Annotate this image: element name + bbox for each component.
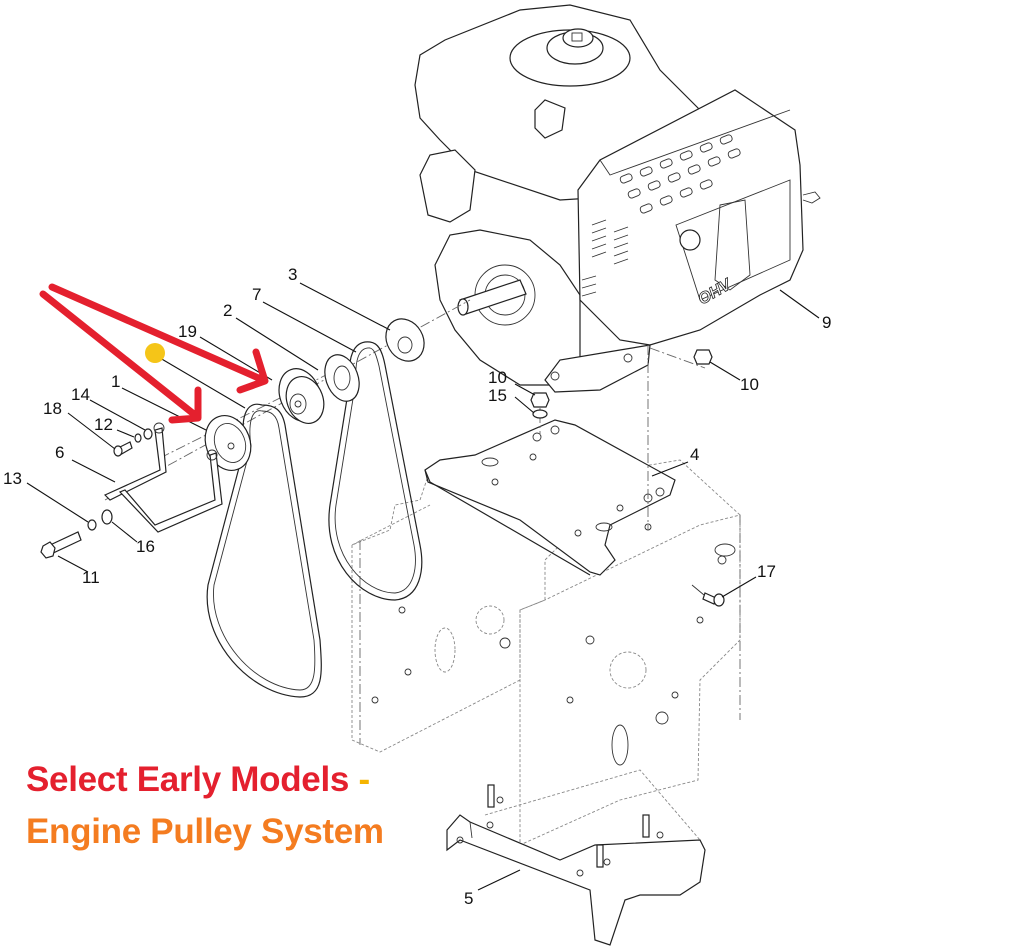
callout-labels: 1 2 3 4 5 6 7 9 10 10 11 12 13 14 15 16 … — [3, 265, 831, 908]
title-separator: - — [358, 760, 371, 799]
title-engine-pulley-system: Engine Pulley System — [26, 812, 384, 851]
callout-19: 19 — [178, 322, 197, 341]
callout-18: 18 — [43, 399, 62, 418]
yellow-marker-dot — [145, 343, 165, 363]
hardware — [40, 349, 725, 607]
annotation-arrows — [39, 283, 269, 424]
bottom-bracket — [446, 769, 706, 946]
side-louvers — [581, 219, 629, 297]
spacer-washer — [385, 318, 425, 362]
title-select-early-models: Select Early Models — [26, 760, 350, 799]
callout-3: 3 — [288, 265, 297, 284]
frame-assembly — [351, 459, 741, 846]
engine-mount-plate — [424, 419, 676, 576]
callout-16: 16 — [136, 537, 155, 556]
callout-9: 9 — [822, 313, 831, 332]
callout-5: 5 — [464, 889, 473, 908]
callout-7: 7 — [252, 285, 261, 304]
title-line-1: Select Early Models - — [26, 760, 370, 800]
callout-14: 14 — [71, 385, 90, 404]
idler-arm — [103, 422, 223, 533]
callout-2: 2 — [223, 301, 232, 320]
callout-13: 13 — [3, 469, 22, 488]
engine: OHV — [414, 4, 821, 393]
red-arrow-to-engine-pulley — [48, 283, 269, 394]
callout-10-right: 10 — [740, 375, 759, 394]
callout-6: 6 — [55, 443, 64, 462]
callout-15: 15 — [488, 386, 507, 405]
pulley-half — [324, 354, 360, 402]
idler-pulley — [204, 415, 252, 471]
callout-17: 17 — [757, 562, 776, 581]
red-arrow-to-idler-pulley — [39, 290, 202, 424]
engine-pulley — [278, 368, 325, 424]
vent-grid — [619, 134, 741, 214]
callout-11: 11 — [82, 568, 100, 587]
callout-1: 1 — [111, 372, 120, 391]
callout-12: 12 — [94, 415, 113, 434]
callout-10-left: 10 — [488, 368, 507, 387]
callout-4: 4 — [690, 445, 699, 464]
